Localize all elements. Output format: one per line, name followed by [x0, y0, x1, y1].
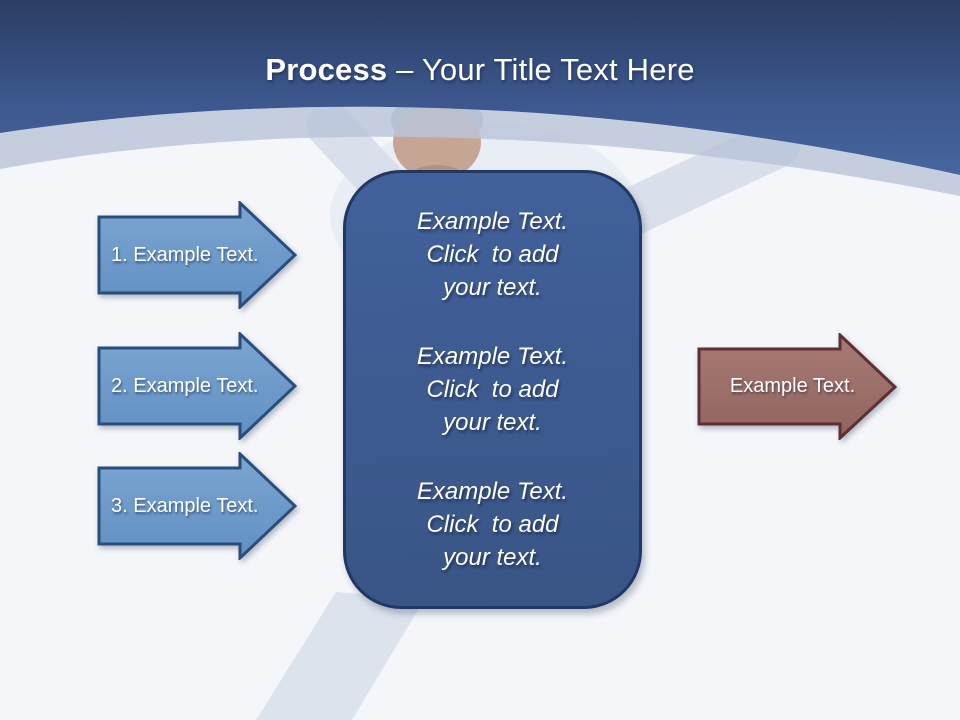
- process-step-label: 1. Example Text.: [111, 243, 259, 266]
- details-panel: Example Text. Click to add your text. Ex…: [343, 170, 642, 609]
- right-arrow-shape: [697, 333, 898, 440]
- process-step-label: 3. Example Text.: [111, 494, 259, 517]
- panel-paragraph: Example Text. Click to add your text.: [416, 207, 569, 301]
- slide-title-rest: – Your Title Text Here: [387, 52, 695, 87]
- process-step-arrow-2: 2. Example Text.: [97, 332, 297, 440]
- process-step-arrow-3: 3. Example Text.: [97, 452, 297, 560]
- output-arrow-label: Example Text.: [729, 375, 856, 397]
- panel-paragraph: Example Text. Click to add your text.: [416, 342, 569, 437]
- process-step-arrow-1: 1. Example Text.: [97, 201, 297, 309]
- right-arrow-shape: [97, 332, 297, 440]
- header-curve: [0, 0, 960, 175]
- right-arrow-shape: [97, 452, 297, 560]
- figure-leg: [256, 592, 424, 720]
- slide-title-emphasis: Process: [265, 52, 388, 87]
- slide-title: Process – Your Title Text Here: [0, 52, 960, 88]
- right-arrow-shape: [97, 201, 297, 309]
- process-step-label: 2. Example Text.: [111, 374, 259, 397]
- curve-band: [0, 106, 960, 196]
- panel-paragraph: Example Text. Click to add your text.: [416, 478, 569, 572]
- output-arrow: Example Text.: [697, 333, 898, 440]
